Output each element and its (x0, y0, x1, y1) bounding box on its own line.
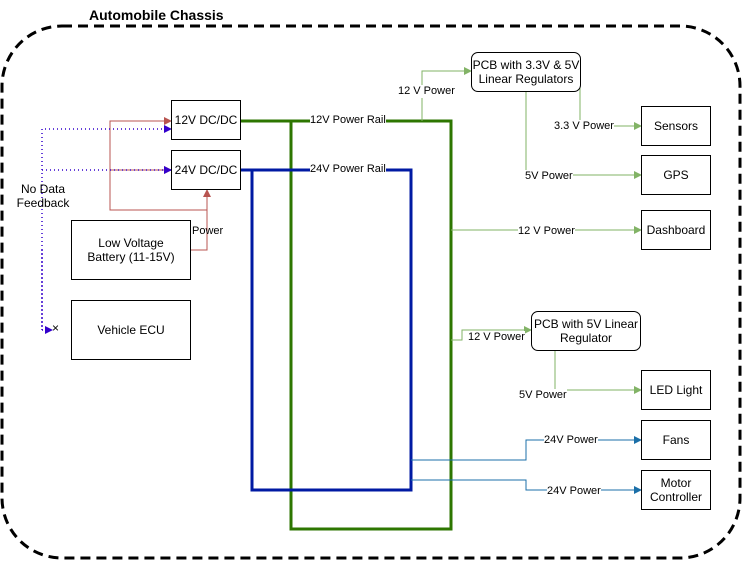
rail-12v-edge (240, 119, 453, 531)
led-input-label: 5V Power (519, 389, 567, 402)
ecu-node: Vehicle ECU (71, 300, 191, 360)
chassis-title: Automobile Chassis (86, 7, 227, 23)
battery-power-label: Power (192, 225, 224, 237)
motor-controller-node: Motor Controller (641, 470, 711, 510)
led-light-node: LED Light (641, 370, 711, 410)
pcb1-input-label: 12 V Power (398, 85, 455, 98)
dcdc-24v-node: 24V DC/DC (171, 150, 241, 190)
sensors-input-label: 3.3 V Power (554, 120, 614, 133)
sensors-node: Sensors (641, 106, 711, 146)
rail-12v-label: 12V Power Rail (310, 114, 386, 127)
gps-input-label: 5V Power (525, 170, 573, 183)
chassis-border (0, 24, 742, 560)
blue-link-edges (411, 436, 642, 494)
fans-input-label: 24V Power (544, 434, 598, 447)
battery-node: Low Voltage Battery (11-15V) (71, 220, 191, 280)
rail-24v-label: 24V Power Rail (310, 163, 386, 176)
gps-node: GPS (641, 155, 711, 195)
battery-feed-edges (109, 117, 211, 251)
motor-input-label: 24V Power (547, 485, 601, 498)
pcb-3v3-5v-node: PCB with 3.3V & 5V Linear Regulators (471, 52, 581, 92)
pcb-5v-node: PCB with 5V Linear Regulator (531, 311, 641, 351)
dashboard-input-label: 12 V Power (518, 225, 575, 238)
rail-24v-edge (240, 168, 413, 492)
cross-icon: × (52, 321, 60, 335)
dcdc-12v-node: 12V DC/DC (171, 100, 241, 140)
no-data-feedback-label: No Data Feedback (16, 182, 70, 210)
fans-node: Fans (641, 420, 711, 460)
pcb2-input-label: 12 V Power (468, 331, 525, 344)
feedback-edges (41, 125, 172, 334)
dashboard-node: Dashboard (641, 210, 711, 250)
